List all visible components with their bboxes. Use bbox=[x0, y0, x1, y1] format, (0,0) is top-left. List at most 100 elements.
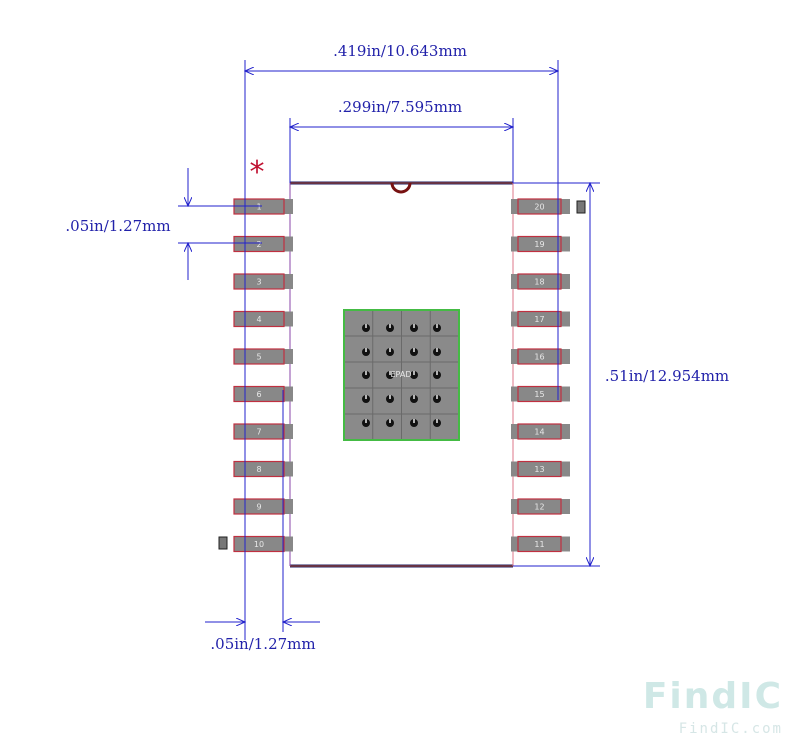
dim-overall-width: .419in/10.643mm bbox=[245, 42, 558, 640]
left-pad-9: 9 bbox=[233, 498, 293, 515]
thermal-vias bbox=[362, 324, 441, 427]
pad-copper bbox=[234, 274, 293, 289]
via-highlight bbox=[389, 348, 391, 352]
pad-outline bbox=[233, 423, 285, 440]
right-pads: 20 19 18 17 16 15 14 13 12 11 bbox=[511, 198, 570, 553]
left-pad-10: 10 bbox=[233, 535, 293, 553]
exposed-pad-label: EPAD bbox=[391, 370, 412, 379]
left-pad-7: 7 bbox=[233, 423, 293, 440]
dim-pin-pitch: .05in/1.27mm bbox=[65, 168, 262, 280]
pin-number: 19 bbox=[534, 240, 544, 249]
dim-pin-offset: .05in/1.27mm bbox=[205, 390, 320, 653]
pad-outline bbox=[517, 310, 562, 328]
left-pad-2: 2 bbox=[233, 235, 293, 253]
pad-copper bbox=[234, 199, 293, 214]
pad-outline bbox=[517, 498, 562, 515]
pad-outline bbox=[517, 385, 562, 403]
pad-copper bbox=[511, 274, 570, 289]
pad-outline bbox=[233, 273, 285, 290]
pin-number: 12 bbox=[534, 503, 544, 512]
pad-outline bbox=[517, 423, 562, 440]
via-highlight bbox=[413, 395, 415, 399]
right-pad-18: 18 bbox=[511, 273, 570, 290]
pin1-marker: * bbox=[250, 155, 265, 190]
pad-outline bbox=[233, 498, 285, 515]
dim-body-length: .51in/12.954mm bbox=[513, 183, 729, 566]
left-pad-3: 3 bbox=[233, 273, 293, 290]
right-pad-13: 13 bbox=[511, 460, 570, 478]
pin-number: 18 bbox=[534, 278, 544, 287]
via-highlight bbox=[365, 324, 367, 328]
pad-outline bbox=[517, 348, 562, 365]
pin-number: 10 bbox=[254, 540, 264, 549]
watermark-logo: FindIC bbox=[643, 676, 783, 717]
pad-outline bbox=[233, 348, 285, 365]
pad-copper bbox=[234, 311, 293, 327]
via-highlight bbox=[436, 371, 438, 375]
left-pad-6: 6 bbox=[233, 385, 293, 403]
pin-number: 17 bbox=[534, 315, 544, 324]
pin-number: 2 bbox=[256, 240, 261, 249]
pad-outline bbox=[233, 535, 285, 553]
pin-number: 9 bbox=[256, 503, 261, 512]
pad-outline bbox=[233, 235, 285, 253]
pad-copper bbox=[234, 386, 293, 402]
pad-copper bbox=[234, 349, 293, 364]
pad-copper bbox=[511, 461, 570, 477]
body-length-label: .51in/12.954mm bbox=[605, 367, 729, 385]
left-pad-5: 5 bbox=[233, 348, 293, 365]
pad-copper bbox=[234, 461, 293, 477]
pad-copper bbox=[511, 536, 570, 552]
pin-offset-label: .05in/1.27mm bbox=[210, 635, 315, 653]
alignment-marker-left bbox=[218, 536, 228, 550]
pin-number: 14 bbox=[534, 428, 544, 437]
pad-copper bbox=[511, 386, 570, 402]
pad-outline bbox=[517, 273, 562, 290]
overall-width-label: .419in/10.643mm bbox=[333, 42, 467, 60]
via-highlight bbox=[389, 371, 391, 375]
pin-pitch-label: .05in/1.27mm bbox=[65, 217, 170, 235]
pin-number: 16 bbox=[534, 353, 544, 362]
pad-copper bbox=[511, 236, 570, 252]
via-highlight bbox=[389, 324, 391, 328]
via-highlight bbox=[413, 348, 415, 352]
epad-grid bbox=[345, 311, 458, 439]
pad-copper bbox=[511, 199, 570, 214]
via-highlight bbox=[413, 371, 415, 375]
pin-number: 8 bbox=[256, 465, 261, 474]
exposed-pad: EPAD bbox=[343, 309, 460, 441]
pin-number: 3 bbox=[256, 278, 261, 287]
right-pad-20: 20 bbox=[511, 198, 570, 215]
via-highlight bbox=[436, 419, 438, 423]
pad-copper bbox=[234, 536, 293, 552]
right-pad-17: 17 bbox=[511, 310, 570, 328]
right-pad-14: 14 bbox=[511, 423, 570, 440]
pin-number: 11 bbox=[534, 540, 544, 549]
pad-outline bbox=[233, 310, 285, 328]
via-highlight bbox=[413, 324, 415, 328]
right-pad-12: 12 bbox=[511, 498, 570, 515]
via-highlight bbox=[436, 324, 438, 328]
via-highlight bbox=[436, 395, 438, 399]
via-highlight bbox=[389, 395, 391, 399]
via-highlight bbox=[365, 371, 367, 375]
dim-body-width: .299in/7.595mm bbox=[290, 98, 513, 183]
pad-outline bbox=[233, 385, 285, 403]
right-pad-19: 19 bbox=[511, 235, 570, 253]
via-highlight bbox=[389, 419, 391, 423]
right-pad-16: 16 bbox=[511, 348, 570, 365]
via-highlight bbox=[365, 395, 367, 399]
pad-copper bbox=[511, 424, 570, 439]
pad-copper bbox=[511, 311, 570, 327]
pad-outline bbox=[517, 460, 562, 478]
via-highlight bbox=[436, 348, 438, 352]
right-pad-15: 15 bbox=[511, 385, 570, 403]
pad-copper bbox=[234, 424, 293, 439]
pin-number: 1 bbox=[256, 203, 261, 212]
body-width-label: .299in/7.595mm bbox=[338, 98, 462, 116]
left-pad-8: 8 bbox=[233, 460, 293, 478]
watermark-url: FindIC.com bbox=[679, 721, 783, 737]
via-highlight bbox=[365, 348, 367, 352]
